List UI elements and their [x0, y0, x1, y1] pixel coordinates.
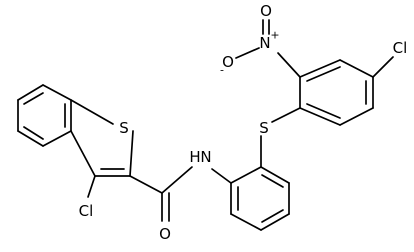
- nitro-nitrogen-charge: +: [270, 29, 279, 42]
- nitro-group: [235, 19, 301, 78]
- aniline-benzene-ring: [211, 166, 290, 231]
- thiophene-ring: [70, 99, 134, 177]
- amide-hydrogen-label: H: [189, 148, 200, 166]
- amide-nitrogen-label: N: [200, 148, 211, 166]
- chloronitrophenyl-ring: [299, 59, 374, 126]
- nitro-oxygen-charge: -: [220, 64, 224, 77]
- thiophene-chlorine-label: Cl: [79, 202, 94, 220]
- aryl-chlorine-label: Cl: [393, 39, 408, 57]
- thioether-sulfur-label: S: [259, 119, 269, 137]
- nitro-oxygen-left-label: O: [222, 53, 234, 71]
- nitro-oxygen-top-label: O: [260, 2, 272, 20]
- nitro-nitrogen-label: N: [259, 34, 270, 52]
- benzothiophene-benzene-ring: [17, 84, 72, 147]
- thiophene-sulfur-label: S: [119, 119, 129, 137]
- carbonyl-oxygen-label: O: [159, 225, 171, 243]
- aryl-cl-bond: [372, 56, 394, 78]
- thioether-bridge: [260, 107, 301, 168]
- carboxamide-group: [129, 166, 193, 222]
- c3-cl-bond: [87, 175, 96, 198]
